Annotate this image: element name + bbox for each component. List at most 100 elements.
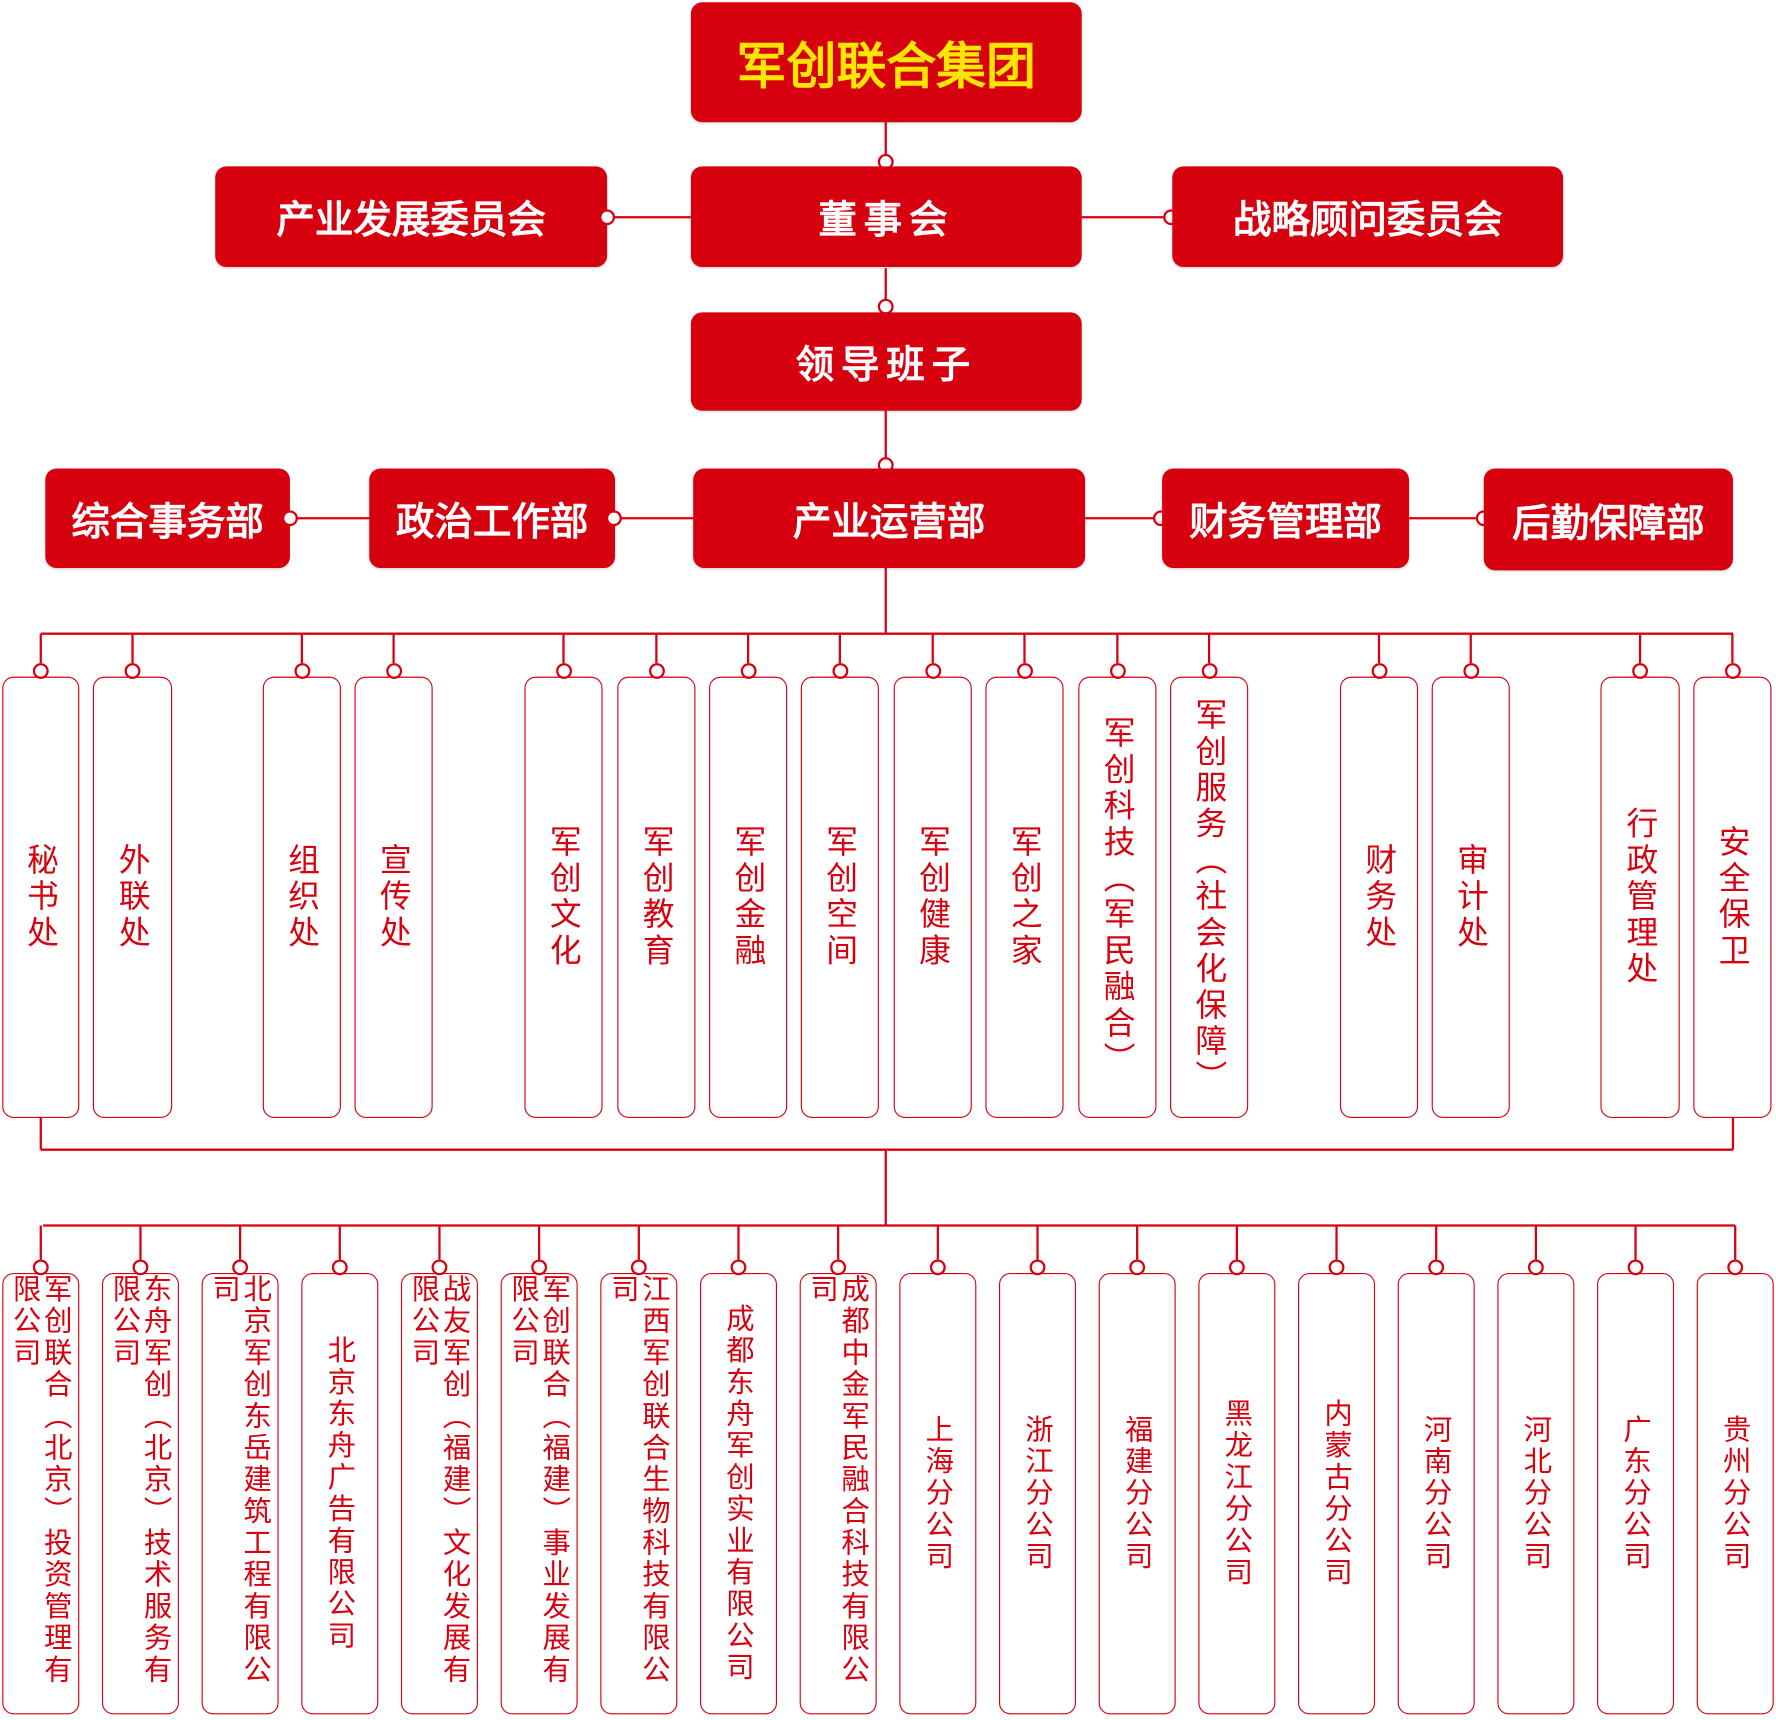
board-label: 董事会 <box>818 198 955 244</box>
connector-dot <box>605 510 622 527</box>
company-tag: 河北分公司 <box>1497 1273 1575 1715</box>
connector-dot <box>1016 663 1033 679</box>
department-box: 后勤保障部 <box>1483 468 1733 571</box>
connector-dot <box>1201 663 1218 679</box>
connector-dot <box>929 1259 946 1276</box>
connector-dot <box>1724 663 1741 679</box>
company-label: 江西军创联合生物科技有限公司 <box>607 1274 672 1687</box>
connector-dot <box>1462 663 1479 679</box>
office-label: 宣传处 <box>375 843 413 952</box>
department-label: 后勤保障部 <box>1512 500 1705 546</box>
leadership-label: 领导班子 <box>795 342 977 389</box>
connector-dot <box>282 510 298 527</box>
connector-dot <box>730 1259 747 1276</box>
board-box: 董事会 <box>690 166 1082 268</box>
department-label: 产业运营部 <box>792 499 986 545</box>
company-label: 内蒙古分公司 <box>1320 1398 1354 1589</box>
connector-dot <box>830 1259 847 1276</box>
company-label: 战友军创（福建）文化发展有限公司 <box>407 1274 472 1687</box>
company-label: 成都东舟军创实业有限公司 <box>722 1303 756 1684</box>
office-label: 军创文化 <box>545 824 583 970</box>
connector-dot <box>1228 1259 1245 1276</box>
office-tag: 秘书处 <box>2 676 80 1119</box>
connector-dot <box>232 1259 249 1276</box>
department-label: 政治工作部 <box>395 499 589 545</box>
office-tag: 军创健康 <box>893 676 972 1119</box>
company-label: 军创联合（北京）投资管理有限公司 <box>9 1274 74 1687</box>
committee-strategy-box: 战略顾问委员会 <box>1172 166 1564 268</box>
company-tag: 黑龙江分公司 <box>1198 1273 1276 1715</box>
office-label: 军创服务（社会化保障） <box>1190 698 1229 1097</box>
connector-dot <box>924 663 941 679</box>
group-title: 军创联合集团 <box>736 38 1036 97</box>
group-title-box: 军创联合集团 <box>690 2 1082 123</box>
connector-dot <box>32 1259 49 1276</box>
office-label: 军创之家 <box>1006 824 1044 970</box>
office-label: 军创空间 <box>821 824 860 970</box>
committee-industry-label: 产业发展委员会 <box>276 198 546 244</box>
company-label: 浙江分公司 <box>1021 1414 1055 1573</box>
office-label: 军创健康 <box>914 824 952 970</box>
office-tag: 军创科技（军民融合） <box>1078 676 1157 1119</box>
company-tag: 浙江分公司 <box>998 1273 1077 1715</box>
office-label: 财务处 <box>1360 843 1399 952</box>
connector-dot <box>555 663 572 679</box>
connector-dot <box>1527 1259 1544 1276</box>
connector-dot <box>385 663 402 679</box>
company-tag: 北京东舟广告有限公司 <box>301 1273 379 1715</box>
office-tag: 组织处 <box>262 676 341 1119</box>
connector-dot <box>1371 663 1387 679</box>
office-label: 军创教育 <box>638 824 676 970</box>
office-label: 外联处 <box>114 843 152 952</box>
leadership-box: 领导班子 <box>690 312 1082 411</box>
office-label: 组织处 <box>283 843 322 952</box>
office-tag: 财务处 <box>1339 676 1419 1119</box>
department-box: 综合事务部 <box>45 468 290 569</box>
office-tag: 军创教育 <box>617 676 696 1119</box>
office-tag: 军创文化 <box>524 676 603 1119</box>
connector-dot <box>1428 1259 1445 1276</box>
connector-dot <box>740 663 757 679</box>
connector-dot <box>124 663 141 679</box>
connector-dot <box>1129 1259 1146 1276</box>
company-label: 成都中金军民融合科技有限公司 <box>806 1274 871 1687</box>
company-tag: 贵州分公司 <box>1696 1273 1774 1715</box>
department-label: 综合事务部 <box>71 499 264 545</box>
office-tag: 行政管理处 <box>1600 676 1680 1119</box>
company-tag: 福建分公司 <box>1098 1273 1176 1715</box>
company-label: 河南分公司 <box>1420 1414 1453 1573</box>
company-label: 广东分公司 <box>1619 1414 1653 1573</box>
office-tag: 安全保卫 <box>1693 676 1772 1119</box>
connector-dot <box>431 1259 448 1276</box>
connector-dot <box>1029 1259 1046 1276</box>
company-tag: 江西军创联合生物科技有限公司 <box>600 1273 678 1715</box>
committee-strategy-label: 战略顾问委员会 <box>1232 198 1503 244</box>
connector-dot <box>648 663 665 679</box>
office-tag: 宣传处 <box>354 676 433 1119</box>
connector-dot <box>132 1259 149 1276</box>
company-tag: 成都中金军民融合科技有限公司 <box>799 1273 877 1715</box>
company-label: 北京东舟广告有限公司 <box>323 1335 357 1653</box>
connector-dot <box>1727 1259 1744 1276</box>
company-label: 黑龙江分公司 <box>1220 1398 1254 1589</box>
company-tag: 广东分公司 <box>1597 1273 1675 1715</box>
office-tag: 军创空间 <box>800 676 879 1119</box>
office-tag: 外联处 <box>92 676 173 1119</box>
connector-dot <box>1632 663 1649 679</box>
office-label: 军创科技（军民融合） <box>1099 716 1137 1079</box>
company-tag: 北京军创东岳建筑工程有限公司 <box>201 1273 279 1715</box>
company-label: 河北分公司 <box>1519 1414 1553 1573</box>
office-label: 安全保卫 <box>1714 824 1752 970</box>
company-label: 上海分公司 <box>921 1414 955 1573</box>
company-tag: 成都东舟军创实业有限公司 <box>699 1273 777 1715</box>
connector-dot <box>831 663 848 679</box>
office-label: 审计处 <box>1452 843 1491 952</box>
company-label: 军创联合（福建）事业发展有限公司 <box>507 1274 572 1687</box>
department-box: 财务管理部 <box>1162 468 1410 569</box>
company-tag: 河南分公司 <box>1397 1273 1475 1715</box>
company-tag: 内蒙古分公司 <box>1298 1273 1376 1715</box>
company-tag: 东舟军创（北京）技术服务有限公司 <box>101 1273 179 1715</box>
department-box: 政治工作部 <box>369 468 616 569</box>
